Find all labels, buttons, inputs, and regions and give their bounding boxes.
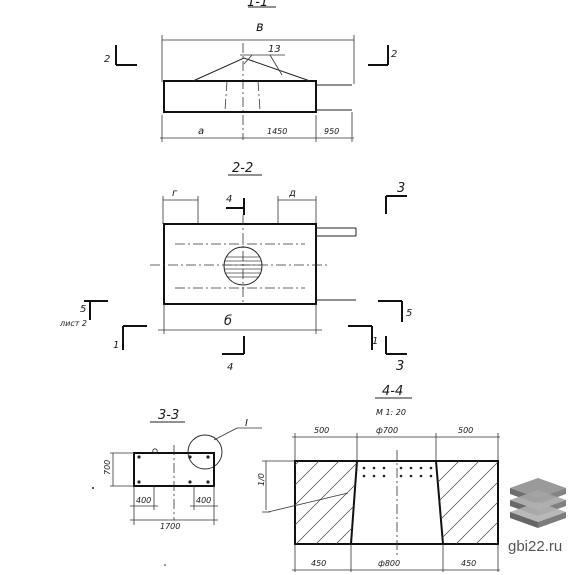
leader-line (269, 54, 283, 76)
dim-label-500-right: 500 (458, 426, 473, 435)
rebar-dot (188, 480, 192, 484)
cut-label-4-bottom: 4 (227, 362, 233, 373)
cut-label-5-left: 5 (80, 304, 86, 315)
detail-leader (213, 427, 238, 441)
dim-label-400-left: 400 (136, 496, 151, 505)
cut-label-1-right: 1 (372, 336, 378, 347)
cut-label-4-top: 4 (226, 194, 232, 205)
rebar-dot (206, 455, 210, 459)
cut-label-2-left: 2 (104, 54, 110, 65)
section-4-body (294, 460, 499, 545)
leader-line (267, 492, 349, 513)
cone-wall-left (350, 460, 358, 545)
watermark: gbi22.ru (508, 478, 566, 555)
leader-ref-13: 13 (268, 44, 281, 55)
speck (92, 487, 94, 489)
hatch-left (295, 461, 357, 544)
hidden-line (224, 80, 228, 111)
dim-label-400-right: 400 (196, 496, 211, 505)
block-body (163, 80, 317, 113)
top-view: 1-1 в 13 а 1450 950 2 (104, 0, 397, 142)
section-4-scale: М 1: 20 (376, 408, 406, 417)
dim-label-v: в (256, 20, 264, 35)
stacked-slabs-icon (510, 478, 566, 528)
rebar-dot (137, 455, 141, 459)
leader-line (243, 54, 253, 65)
section-4-title: 4-4 (382, 384, 403, 399)
manhole-opening (223, 246, 263, 286)
rebar-dot (137, 480, 141, 484)
speck (164, 564, 166, 566)
dim-label-dia-700: ф700 (376, 426, 398, 435)
dim-label-depth: 1/0 (257, 473, 266, 486)
cone-wall-right (435, 460, 444, 545)
cut-label-3-bottom: 3 (396, 359, 404, 374)
dim-label-1450: 1450 (267, 127, 287, 136)
lifting-loop (152, 448, 158, 454)
dim-label-d: д (288, 188, 296, 199)
plan-view: 2-2 г д 4 3 (59, 161, 412, 374)
watermark-text: gbi22.ru (508, 538, 562, 555)
dim-label-450-left: 450 (311, 559, 326, 568)
section-3-3: 3-3 I 700 400 400 1700 (92, 408, 262, 566)
dim-label-g: г (172, 188, 178, 199)
cut-label-2-right: 2 (391, 49, 397, 60)
dim-label-700: 700 (103, 460, 112, 475)
section-3-title: 3-3 (158, 408, 179, 423)
detail-ref-I: I (245, 418, 248, 429)
hidden-line (257, 80, 261, 111)
cut-label-1-left: 1 (113, 340, 119, 351)
plan-body (163, 223, 317, 305)
cut-label-5-right: 5 (406, 308, 412, 319)
cover-outline (192, 57, 311, 82)
dim-label-950: 950 (324, 127, 339, 136)
reinforcement-dots (362, 466, 433, 478)
dim-label-a: а (198, 126, 204, 137)
plan-title: 2-2 (232, 161, 253, 176)
rebar-dot (206, 480, 210, 484)
dim-label-dia-800: ф800 (378, 559, 400, 568)
dim-label-500-left: 500 (314, 426, 329, 435)
section-1-1-mark: 1-1 (247, 0, 268, 10)
opening-hatching (224, 256, 262, 278)
section-4-4: 4-4 М 1: 20 500 ф700 500 (257, 384, 500, 572)
detail-callout-circle (187, 434, 223, 470)
sheet-ref: лист 2 (59, 319, 87, 328)
cut-label-3-top: 3 (397, 181, 405, 196)
dim-label-b: б (224, 314, 232, 329)
dim-label-450-right: 450 (461, 559, 476, 568)
dim-label-1700: 1700 (160, 522, 180, 531)
